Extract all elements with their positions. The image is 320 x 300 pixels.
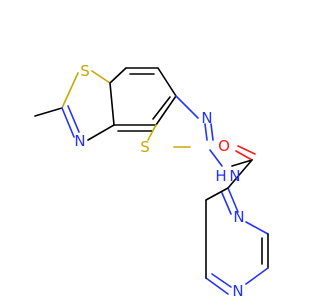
bond-pz-1 bbox=[227, 187, 239, 213]
bond-co-pyrazine bbox=[227, 159, 253, 189]
bond-pz-2 bbox=[245, 221, 269, 235]
bond-c2p-nh bbox=[209, 149, 223, 167]
bond-pz-4 bbox=[245, 267, 269, 285]
bond-methyl bbox=[34, 107, 63, 117]
bond-benz-3 bbox=[157, 67, 177, 97]
atom-s2-label: S bbox=[140, 138, 150, 156]
atom-s1-label: S bbox=[80, 62, 90, 80]
bond-benz-1 bbox=[109, 67, 127, 84]
bond-benz-4 bbox=[155, 95, 177, 126]
bond-pz-5 bbox=[205, 277, 229, 295]
bond-n2-c2p bbox=[204, 123, 208, 141]
bond-co-double bbox=[237, 145, 256, 155]
bond-co bbox=[235, 150, 253, 161]
bond-benz-4-double bbox=[152, 96, 171, 120]
bond-n1-c7a bbox=[87, 124, 115, 141]
atom-n4-label: N bbox=[232, 282, 243, 300]
bond-n2-c2p-double bbox=[210, 123, 214, 141]
molecule-structure: S N N S H N O N N bbox=[34, 62, 269, 300]
atom-n3-label: N bbox=[233, 208, 244, 226]
atom-n2-label: N bbox=[201, 109, 212, 127]
bond-c3a-s1 bbox=[91, 70, 111, 84]
atom-n1-label: N bbox=[74, 132, 85, 150]
bond-nh-co bbox=[231, 159, 253, 167]
bond-s1-c2 bbox=[61, 72, 79, 109]
bond-c7a-c3a bbox=[109, 82, 115, 126]
bond-pz-6b bbox=[205, 187, 229, 201]
atom-nh-h-label: H bbox=[215, 167, 226, 185]
bond-pz-5-double bbox=[211, 273, 232, 288]
atom-nh-n-label: N bbox=[229, 167, 240, 185]
bond-c2-n1 bbox=[61, 107, 75, 138]
bond-s2-c bbox=[147, 124, 157, 141]
atom-o-label: O bbox=[218, 137, 230, 155]
bond-c2-n1-double bbox=[67, 105, 80, 133]
bond-c-n2 bbox=[175, 95, 199, 119]
bond-pz-1-double bbox=[221, 192, 232, 215]
